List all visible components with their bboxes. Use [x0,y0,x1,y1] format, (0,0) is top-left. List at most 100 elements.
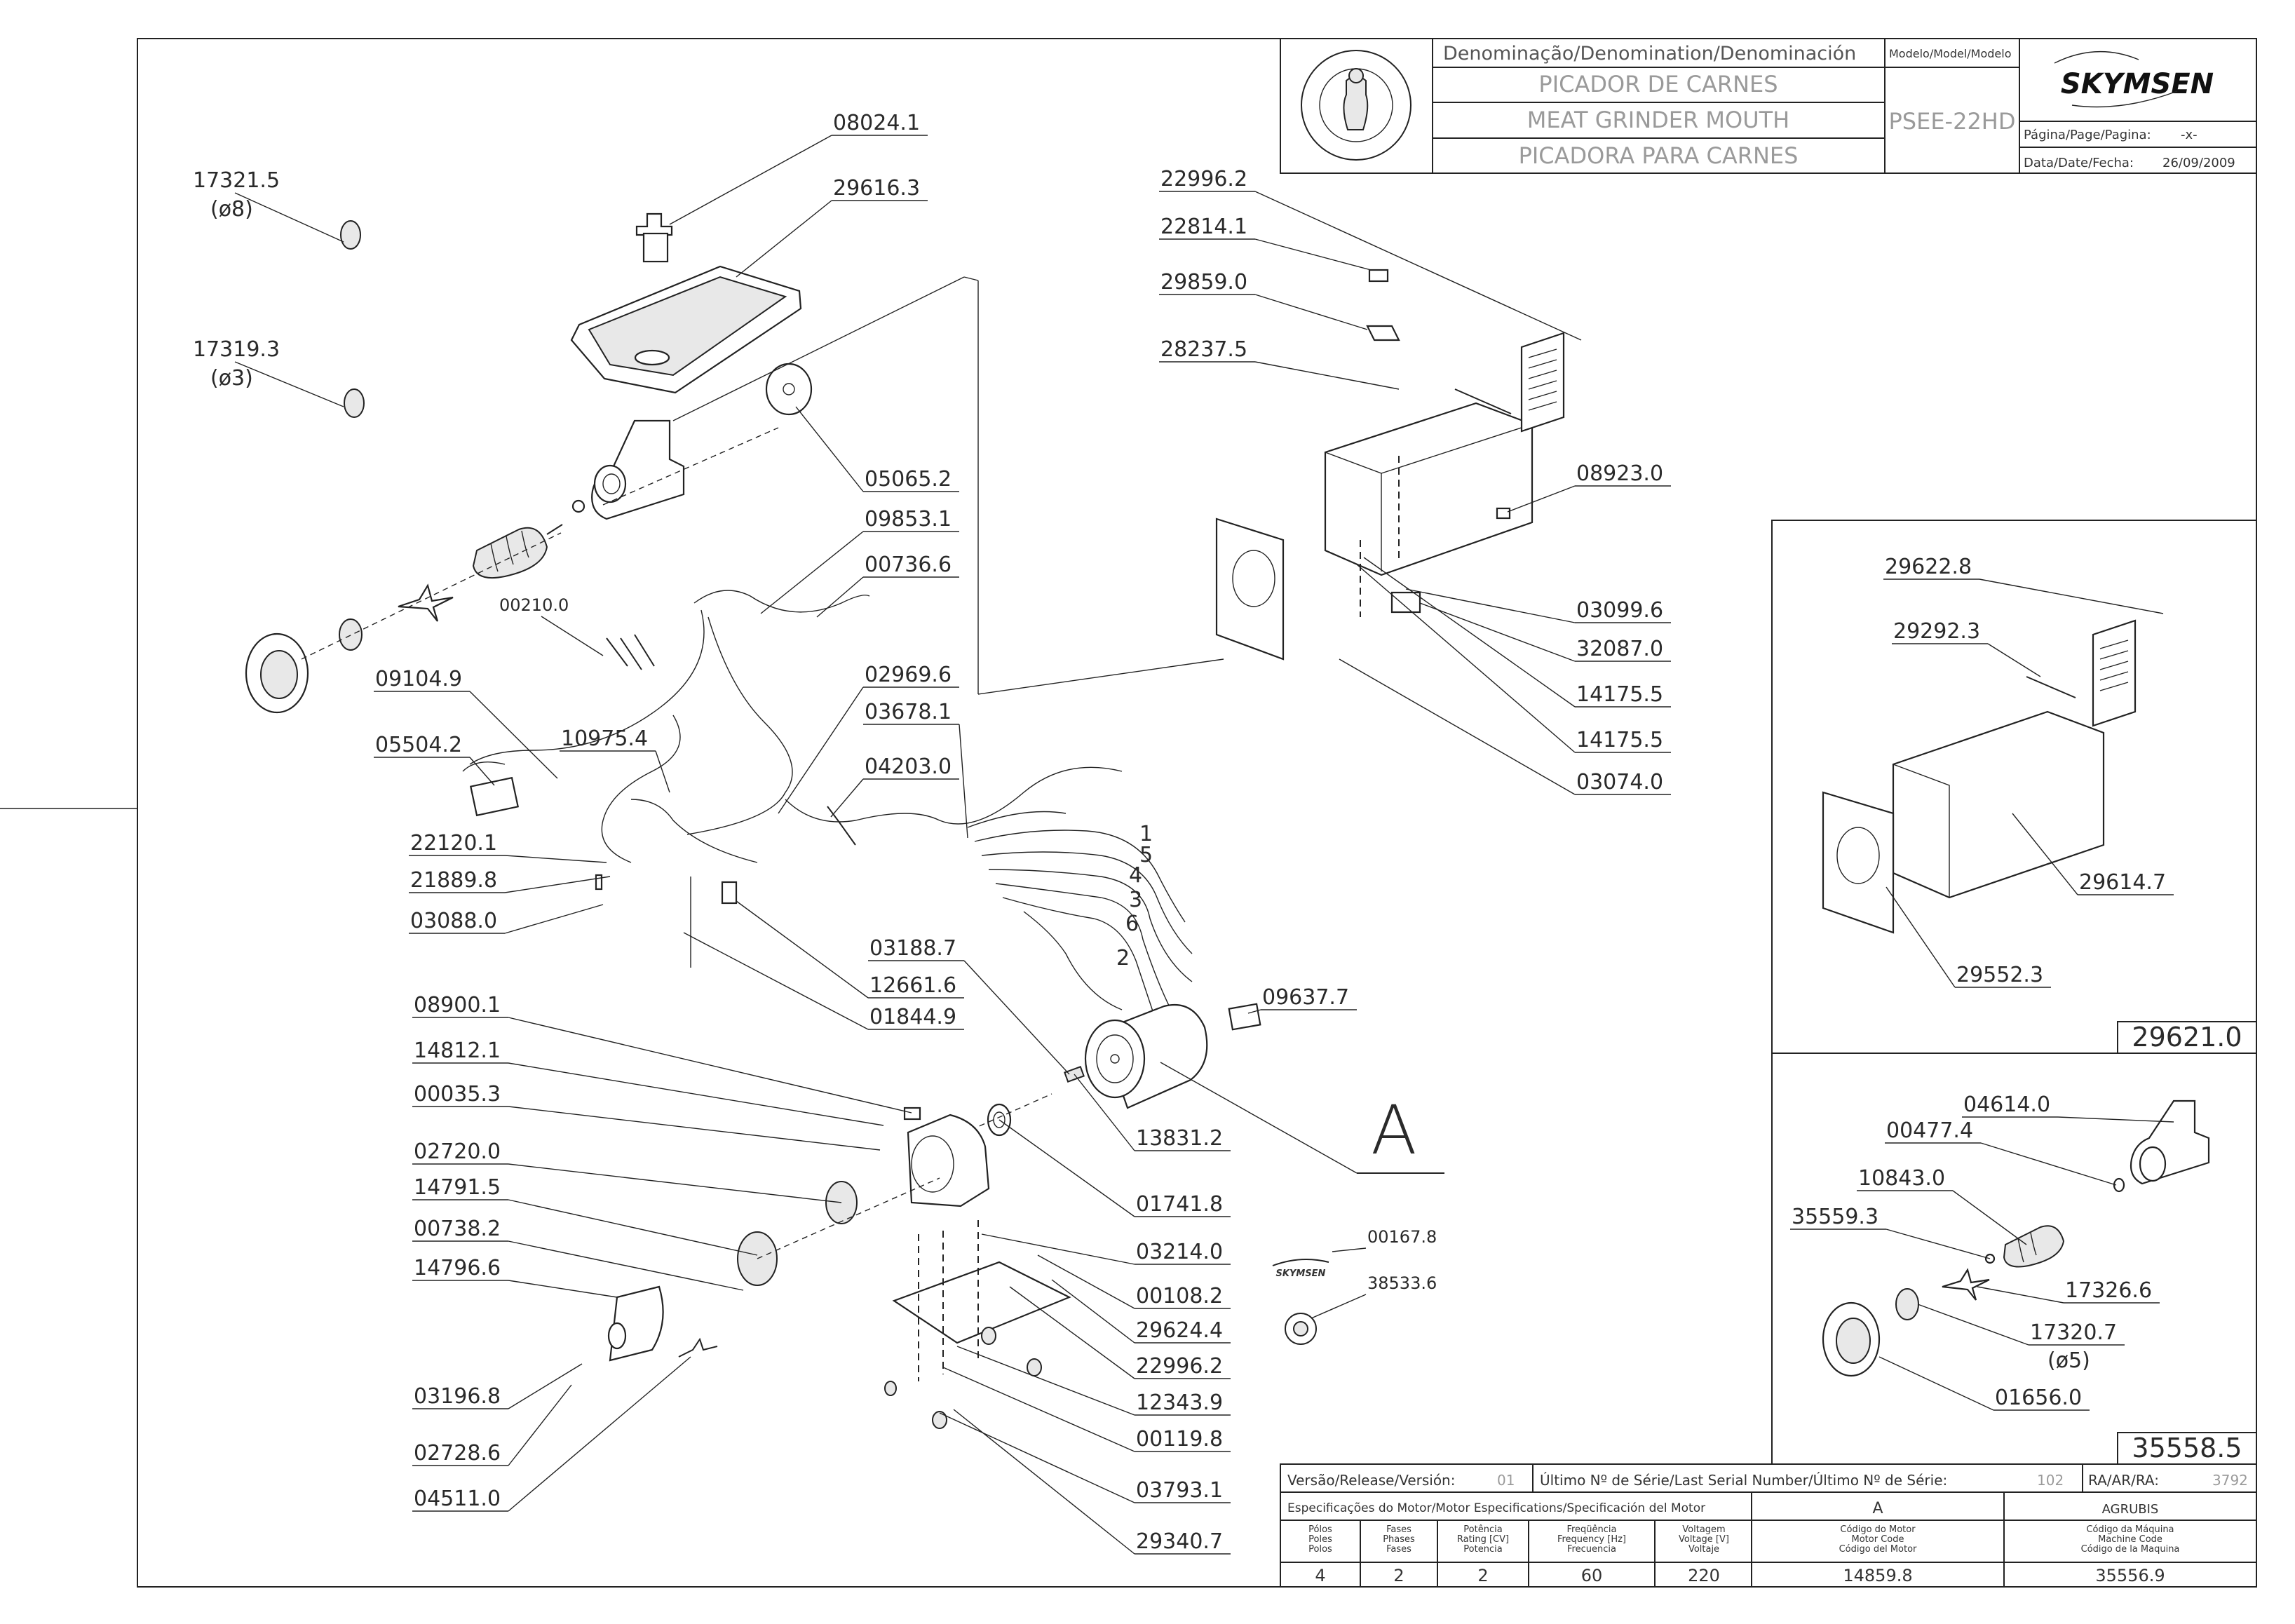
part-callout-w3: 3 [1129,888,1142,912]
support-32087 [1390,591,1421,614]
spec-value-0: 4 [1315,1566,1325,1585]
leader-line [1254,294,1368,330]
leader-line [953,1409,1135,1555]
spec-header-6-0: Código da Máquina [2086,1524,2174,1535]
part-callout-c-01844-9: 01844.9 [869,1005,956,1029]
spec-header-2-0: Potência [1463,1524,1502,1535]
part-callout-c-00736-6: 00736.6 [865,553,952,577]
spec-header-4-0: Voltagem [1682,1524,1725,1535]
plate-3mm [344,388,365,418]
model-header: Modelo/Model/Modelo [1889,47,2011,60]
ra-label: RA/AR/RA: [2088,1472,2159,1489]
leader-line [234,192,344,243]
name-en: MEAT GRINDER MOUTH [1527,107,1789,133]
leader-line [508,1199,758,1256]
part-callout-c-03099-6: 03099.6 [1576,598,1663,623]
jumper-wire [827,806,856,846]
part-callout-c-01656-0: 01656.0 [1995,1386,2082,1410]
leader-line [508,1384,572,1466]
leader-line [1952,1190,2027,1245]
spec-value-4: 220 [1688,1566,1720,1585]
leader-line [508,1356,691,1512]
part-callout-c-01741-8: 01741.8 [1136,1192,1223,1217]
part-callout-c-00035-3: 00035.3 [414,1082,501,1107]
spec-header-0-0: Pólos [1308,1524,1332,1535]
spec-header-2-1: Rating [CV] [1457,1534,1509,1545]
part-callout-c-14175-5b: 14175.5 [1576,728,1663,752]
serial-value: 102 [2037,1472,2064,1489]
part-callout-c-04614-0: 04614.0 [1963,1092,2050,1117]
denomination-header: Denominação/Denomination/Denominación [1443,43,1856,65]
leader-line [959,724,968,839]
wiring-harness [462,590,1193,1024]
version-label: Versão/Release/Versión: [1287,1472,1455,1489]
part-callout-c-02728-6: 02728.6 [414,1441,501,1466]
leader-line [2057,1116,2174,1123]
part-callout-c-04511-0: 04511.0 [414,1487,501,1511]
leader-line [956,1346,1135,1416]
leader-line [541,616,604,656]
part-callout-c-29340-7: 29340.7 [1136,1529,1223,1554]
spec-header-3-1: Frequency [Hz] [1557,1534,1626,1545]
spec-header-5-1: Motor Code [1852,1534,1904,1545]
part-callout-c-29616-3: 29616.3 [833,176,920,201]
part-callout-c-03678-1: 03678.1 [865,700,952,724]
kit-box-29621: 29621.0 [2132,1022,2242,1053]
part-callout-c-38533-6: 38533.6 [1367,1273,1437,1293]
leader-line [508,1106,881,1151]
spec-value-1: 2 [1393,1566,1404,1585]
part-callout-c-29552-3: 29552.3 [1956,963,2043,987]
spec-header-3-2: Frecuencia [1567,1544,1616,1555]
leader-line [1917,1304,2029,1346]
date-value: 26/09/2009 [2162,156,2235,170]
plate-8mm [340,220,361,250]
part-callout-c-09853-1: 09853.1 [865,507,952,532]
part-callout-c-00477-4: 00477.4 [1886,1118,1973,1143]
callout-layer: 08024.129616.317321.5(ø8)17319.3(ø3)0506… [193,111,2174,1555]
leader-line [504,904,604,934]
part-callout-c-17319-3-sub: (ø3) [210,366,253,391]
part-callout-w2: 2 [1116,946,1130,970]
leader-line [736,200,832,278]
leader-line [963,960,1070,1075]
leader-line [778,686,864,814]
leader-line [1311,1294,1367,1319]
leader-line [1987,643,2041,677]
spec-header-2-2: Potencia [1463,1544,1502,1555]
part-callout-c-03214-0: 03214.0 [1136,1240,1223,1264]
part-callout-c-14812-1: 14812.1 [414,1038,501,1063]
leader-line [1254,191,1582,341]
leader-line [998,1119,1135,1217]
part-callout-c-03793-1: 03793.1 [1136,1478,1223,1503]
part-callout-w6: 6 [1125,912,1139,936]
part-callout-c-32087-0: 32087.0 [1576,637,1663,661]
part-callout-c-14791-5: 14791.5 [414,1175,501,1200]
leader-line [1419,602,1576,662]
spec-header-4-2: Voltaje [1688,1544,1719,1555]
leader-line [655,750,670,793]
part-callout-c-03188-7: 03188.7 [869,936,956,961]
release-block: Versão/Release/Versión: 01 Último Nº de … [1280,1463,2257,1588]
part-callout-c-09637-7: 09637.7 [1262,985,1349,1010]
spec-header-1-2: Fases [1386,1544,1411,1555]
leader-line [1405,588,1576,623]
part-callout-c-14796-6: 14796.6 [414,1256,501,1280]
model-value: PSEE-22HD [1888,108,2015,135]
part-callout-c-29622-8: 29622.8 [1885,555,1972,579]
part-callout-c-08923-0: 08923.0 [1576,461,1663,486]
leader-line [683,932,869,1030]
spec-header-1-0: Fases [1386,1524,1411,1535]
leader-line [508,1017,912,1114]
part-callout-c-12661-6: 12661.6 [869,973,956,998]
spec-header-0-2: Polos [1308,1544,1332,1555]
key-04511 [678,1337,718,1358]
part-callout-c-03074-0: 03074.0 [1576,770,1663,794]
part-callout-c-29614-7: 29614.7 [2079,870,2166,895]
kit-panel-cover: 29621.0 [1771,520,2257,1054]
leader-line [508,1240,744,1291]
ra-value: 3792 [2212,1472,2248,1489]
part-callout-w5: 5 [1139,843,1153,867]
kit-panel-mouth: 35558.5 [1771,1053,2257,1465]
leader-line [1254,361,1400,390]
